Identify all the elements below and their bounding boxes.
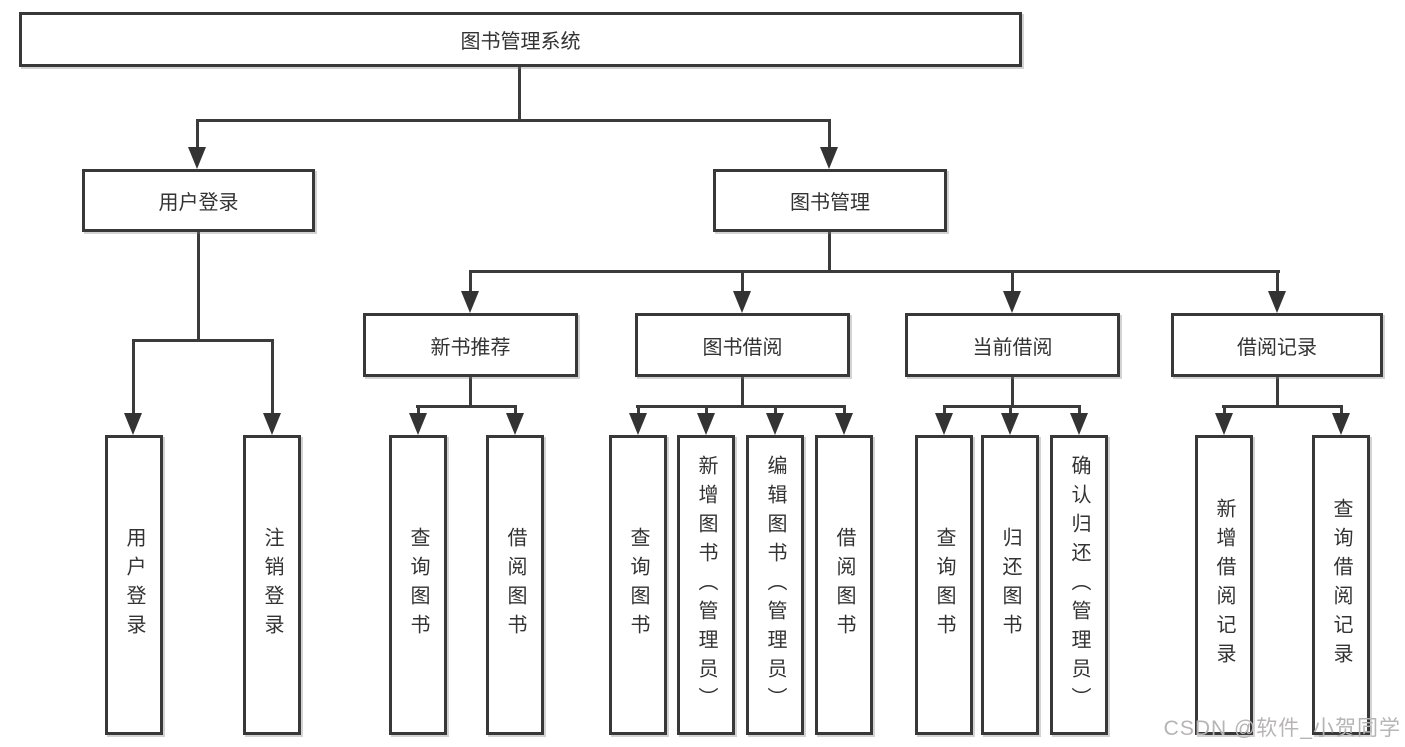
node-label: 借阅图书 — [833, 527, 855, 643]
node-user-login-leaf: 用户登录 — [105, 435, 163, 735]
connector-line — [741, 376, 744, 408]
node-return-books: 归还图书 — [981, 435, 1039, 735]
connector-line — [469, 270, 472, 296]
connector-line — [1276, 376, 1279, 408]
connector-line — [741, 270, 744, 296]
node-label: 新书推荐 — [430, 336, 511, 359]
node-root: 图书管理系统 — [19, 12, 1022, 67]
arrow-down-icon — [124, 413, 142, 435]
node-current-borrow: 当前借阅 — [905, 313, 1120, 377]
node-label: 归还图书 — [999, 527, 1021, 643]
connector-line — [271, 339, 274, 415]
node-query-books-3: 查询图书 — [915, 435, 973, 735]
connector-line — [828, 232, 831, 273]
arrow-down-icon — [506, 413, 524, 435]
node-query-books-1: 查询图书 — [389, 435, 447, 735]
connector-line — [514, 405, 517, 417]
node-user-login: 用户登录 — [82, 169, 315, 232]
connector-line — [518, 67, 521, 121]
node-borrow-books-1: 借阅图书 — [486, 435, 544, 735]
node-label: 新增借阅记录 — [1213, 498, 1235, 672]
node-confirm-return-admin: 确认归还（管理员） — [1050, 435, 1108, 735]
node-borrow-records: 借阅记录 — [1171, 313, 1383, 377]
node-label: 新增图书（管理员） — [695, 454, 717, 716]
arrow-down-icon — [1268, 291, 1286, 313]
node-label: 查询图书 — [627, 527, 649, 643]
node-label: 查询图书 — [407, 527, 429, 643]
arrow-down-icon — [1332, 413, 1350, 435]
arrow-down-icon — [1070, 413, 1088, 435]
connector-line — [636, 405, 846, 408]
node-label: 编辑图书（管理员） — [764, 454, 786, 716]
connector-line — [1276, 270, 1279, 296]
connector-line — [197, 232, 200, 341]
connector-line — [196, 119, 199, 151]
connector-line — [469, 270, 1280, 273]
node-label: 查询图书 — [933, 527, 955, 643]
connector-line — [637, 405, 640, 417]
node-new-book-recommend: 新书推荐 — [363, 313, 578, 377]
node-label: 用户登录 — [158, 192, 239, 214]
arrow-down-icon — [1001, 413, 1019, 435]
arrow-down-icon — [409, 413, 427, 435]
arrow-down-icon — [1003, 291, 1021, 313]
connector-line — [1223, 405, 1226, 417]
connector-line — [1222, 405, 1343, 408]
arrow-down-icon — [733, 291, 751, 313]
node-edit-books-admin: 编辑图书（管理员） — [746, 435, 804, 735]
arrow-down-icon — [697, 413, 715, 435]
connector-line — [943, 405, 946, 417]
arrow-down-icon — [766, 413, 784, 435]
node-label: 图书管理 — [790, 192, 870, 214]
node-query-borrow-record: 查询借阅记录 — [1312, 435, 1370, 735]
arrow-down-icon — [263, 413, 281, 435]
arrow-down-icon — [188, 147, 206, 169]
connector-line — [705, 405, 708, 417]
node-label: 图书管理系统 — [460, 31, 581, 53]
connector-line — [1078, 405, 1081, 417]
node-book-management: 图书管理 — [713, 169, 947, 232]
node-label: 确认归还（管理员） — [1068, 454, 1090, 716]
node-add-borrow-record: 新增借阅记录 — [1195, 435, 1253, 735]
arrow-down-icon — [1215, 413, 1233, 435]
node-borrow-books-2: 借阅图书 — [815, 435, 873, 735]
connector-line — [1009, 405, 1012, 417]
node-label: 注销登录 — [261, 527, 283, 643]
connector-line — [828, 119, 831, 151]
connector-line — [469, 376, 472, 408]
connector-line — [774, 405, 777, 417]
connector-line — [417, 405, 420, 417]
connector-line — [416, 405, 517, 408]
node-label: 当前借阅 — [972, 336, 1053, 359]
arrow-down-icon — [835, 413, 853, 435]
node-book-borrow: 图书借阅 — [635, 313, 850, 377]
csdn-watermark: CSDN @软件_小贺同学 — [1163, 717, 1401, 740]
connector-line — [1011, 270, 1014, 296]
node-logout: 注销登录 — [243, 435, 301, 735]
node-label: 借阅图书 — [504, 527, 526, 643]
arrow-down-icon — [935, 413, 953, 435]
arrow-down-icon — [461, 291, 479, 313]
node-label: 用户登录 — [123, 527, 145, 643]
connector-line — [196, 119, 831, 122]
node-label: 图书借阅 — [702, 336, 783, 359]
connector-line — [132, 339, 135, 415]
node-add-books-admin: 新增图书（管理员） — [677, 435, 735, 735]
arrow-down-icon — [629, 413, 647, 435]
arrow-down-icon — [820, 147, 838, 169]
connector-line — [132, 339, 274, 342]
connector-line — [1011, 376, 1014, 408]
connector-line — [1340, 405, 1343, 417]
node-label: 借阅记录 — [1237, 336, 1317, 359]
connector-line — [843, 405, 846, 417]
node-label: 查询借阅记录 — [1330, 498, 1352, 672]
node-query-books-2: 查询图书 — [609, 435, 667, 735]
